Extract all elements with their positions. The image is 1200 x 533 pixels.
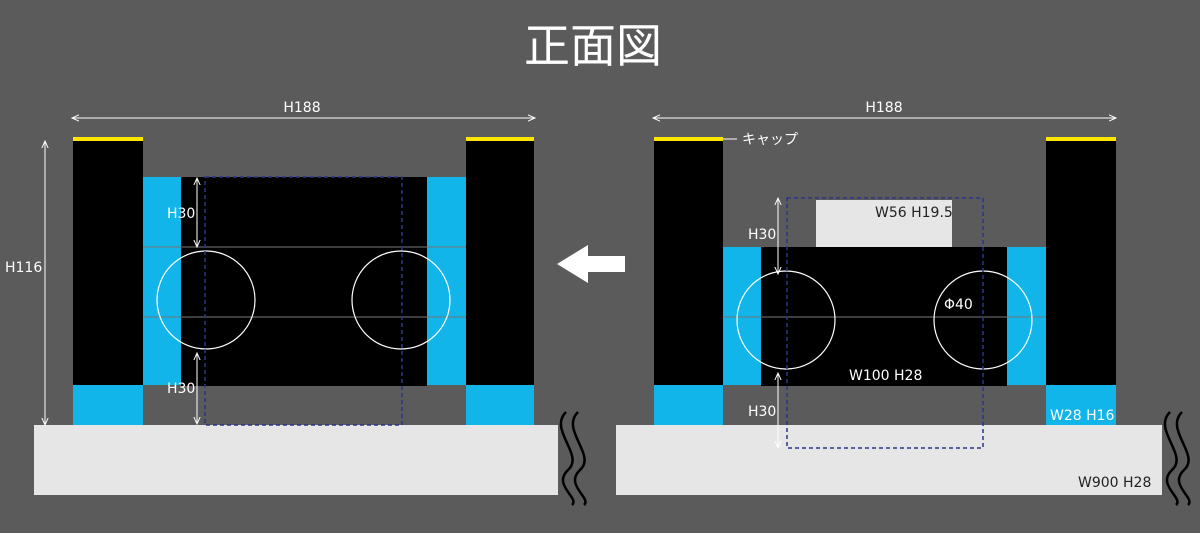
right-pillar-left [654,140,723,385]
base-label: W900 H28 [1078,475,1151,491]
left-width-label: H188 [283,100,320,116]
left-dashed-outline [204,176,403,426]
left-foot-left [73,385,143,425]
left-center-block [181,177,427,386]
right-foot-right [1046,385,1116,425]
left-height-label: H116 [5,260,42,276]
right-cap-right [1046,137,1116,141]
left-arrow-icon [557,245,625,283]
right-base-plate [616,425,1162,495]
right-hole-left [736,270,836,370]
left-cap-left [73,137,143,141]
right-break-mark-icon [1163,411,1191,506]
right-cap-left [654,137,723,141]
right-width-label: H188 [865,100,902,116]
right-top-block [816,200,952,247]
left-break-mark-icon [559,411,587,506]
page-title: 正面図 [524,19,662,73]
left-gap-bottom-label: H30 [167,381,195,397]
center-block-label: W100 H28 [849,368,922,384]
right-side-block-left [723,247,763,385]
right-side-block-right [1006,247,1046,385]
left-cap-right [466,137,534,141]
left-hole-left [156,250,256,350]
right-dashed-outline [786,197,984,449]
left-pillar-right [466,140,534,385]
left-pillar-left [73,140,143,385]
right-pillar-right [1046,140,1116,385]
left-base-plate [34,425,558,495]
left-view: H188 H116 H30 H30 [5,100,587,506]
right-view: H188 キャップ W56 H19.5 H30 Φ40 W100 H28 H30… [616,100,1191,506]
left-side-block-left [143,177,183,385]
hole-label: Φ40 [944,297,973,313]
left-foot-right [466,385,534,425]
right-foot-left [654,385,723,425]
foot-label: W28 H16 [1050,408,1115,424]
right-bottom-gap-label: H30 [748,404,776,420]
top-block-label: W56 H19.5 [875,205,953,221]
left-hole-right [351,250,451,350]
left-gap-top-label: H30 [167,206,195,222]
right-gap-label: H30 [748,227,776,243]
cap-label: キャップ [742,132,798,148]
